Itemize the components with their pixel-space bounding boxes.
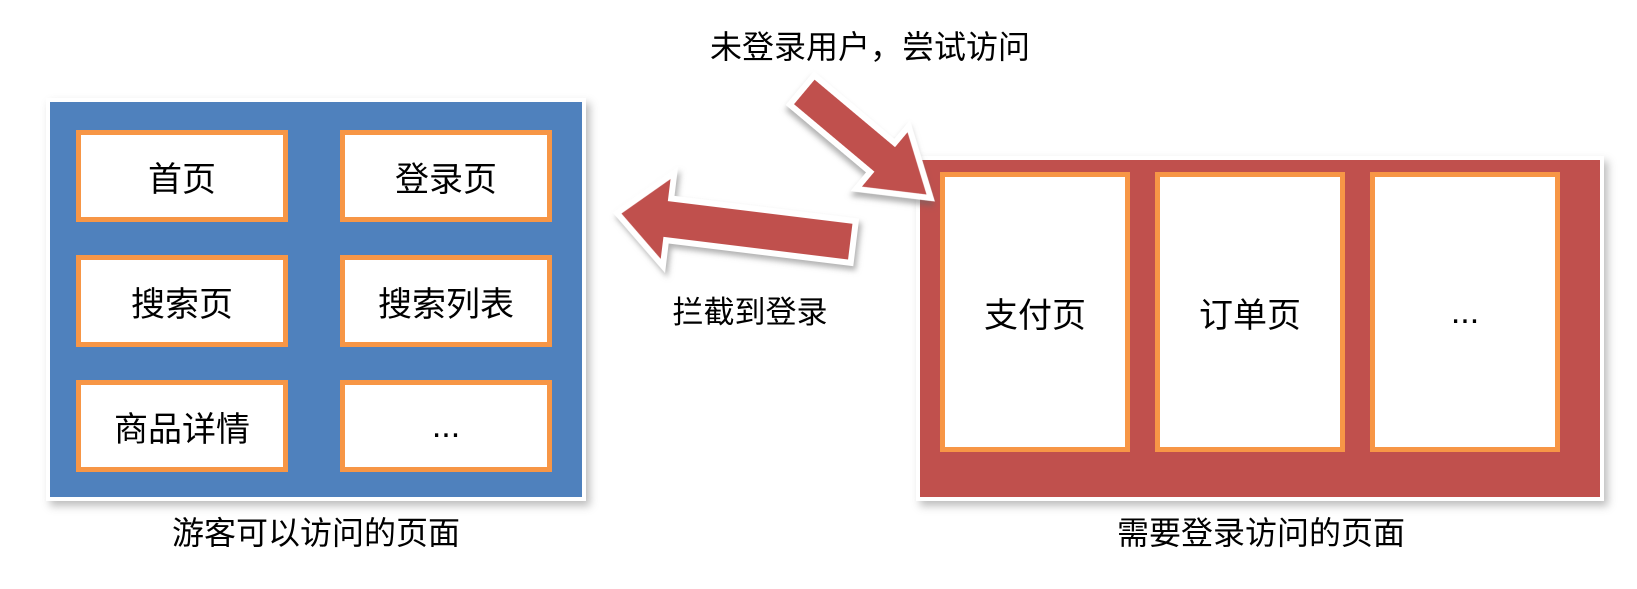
guest-page-card-search: 搜索页	[76, 255, 288, 347]
auth-page-card-payment: 支付页	[940, 172, 1130, 452]
top-annotation: 未登录用户，尝试访问	[709, 29, 1030, 65]
auth-pages-panel: 支付页 订单页 ...	[916, 156, 1604, 501]
guest-page-card-more: ...	[340, 380, 552, 472]
guest-page-card-home: 首页	[76, 130, 288, 222]
auth-panel-caption: 需要登录访问的页面	[1116, 515, 1405, 551]
guest-panel-caption: 游客可以访问的页面	[171, 515, 460, 551]
intercept-label: 拦截到登录	[672, 295, 828, 330]
guest-page-card-product-detail: 商品详情	[76, 380, 288, 472]
auth-page-card-order: 订单页	[1155, 172, 1345, 452]
guest-pages-panel: 首页 登录页 搜索页 搜索列表 商品详情 ...	[46, 98, 586, 501]
guest-page-card-search-list: 搜索列表	[340, 255, 552, 347]
intercept-redirect-arrow-icon	[612, 166, 860, 274]
guest-page-card-login: 登录页	[340, 130, 552, 222]
auth-page-card-more: ...	[1370, 172, 1560, 452]
